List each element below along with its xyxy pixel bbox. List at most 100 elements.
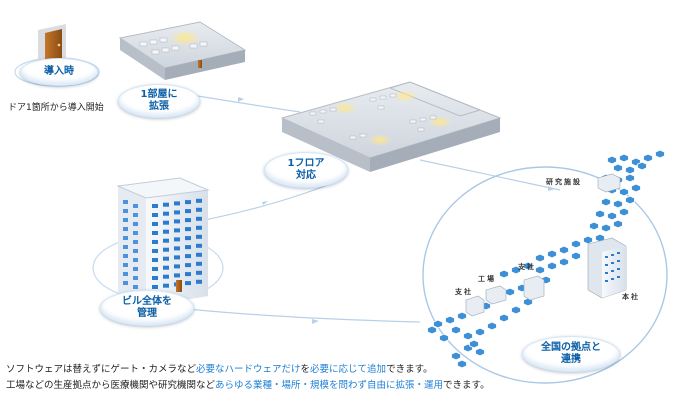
building-window (123, 200, 128, 204)
building-window (152, 285, 158, 289)
building-window (133, 276, 138, 280)
hex-tile (511, 305, 521, 315)
notes: ソフトウェアは替えずにゲート・カメラなど必要なハードウェアだけを必要に応じて追加… (6, 362, 490, 394)
building-window (123, 218, 128, 222)
note-text: ソフトウェアは替えずにゲート・カメラなど (6, 364, 197, 375)
hex-tile (499, 269, 509, 279)
building-window (123, 209, 128, 213)
hex-tile (547, 249, 557, 259)
hex-tile (505, 287, 515, 297)
building-window (133, 222, 138, 226)
hex-tile (433, 319, 443, 329)
note-line-2: 工場などの生産拠点から医療機関や研究機関などあらゆる業種・場所・規模を問わず自由… (6, 378, 490, 394)
building-window (174, 228, 180, 233)
building-window (152, 222, 158, 226)
label-whole-building: ビル全体を 管理 (100, 290, 194, 326)
building-window (196, 234, 202, 239)
hex-tile (469, 339, 479, 349)
note-text: できます。 (443, 380, 490, 391)
building-window (163, 256, 169, 261)
note-text: 工場などの生産拠点から医療機関や研究機関など (6, 380, 216, 391)
hex-tile (655, 149, 665, 159)
note-text: できます。 (386, 364, 433, 375)
building-window (133, 249, 138, 253)
building-window (196, 252, 202, 257)
building-window (196, 225, 202, 230)
site-buildings (465, 173, 627, 317)
note-highlight: あらゆる業種・場所・規模を問わず自由に拡張・運用 (215, 380, 444, 391)
one-room-illustration (118, 21, 247, 80)
note-text: を (300, 364, 311, 375)
site-label-headquarters: 本社 (622, 293, 640, 301)
hex-tile (451, 351, 461, 361)
japan-hex-map (427, 149, 665, 369)
building-window (133, 240, 138, 244)
building-window (196, 270, 202, 275)
hex-tile (499, 313, 509, 323)
hex-tile (601, 223, 611, 233)
hex-tile (625, 173, 635, 183)
building-window (163, 274, 169, 279)
building-window (123, 272, 128, 276)
building-window (123, 254, 128, 258)
building-window (152, 267, 158, 271)
hex-tile (607, 155, 617, 165)
building-window (123, 227, 128, 231)
building-window (152, 231, 158, 235)
building-window (133, 231, 138, 235)
building-window (185, 236, 191, 241)
arrow-head (262, 201, 268, 205)
hex-tile (535, 265, 545, 275)
note-highlight: 必要に応じて追加 (310, 364, 387, 375)
building-window (123, 236, 128, 240)
building-window (152, 240, 158, 244)
factory-building-icon (485, 285, 507, 305)
building-window (196, 261, 202, 266)
hex-tile (631, 183, 641, 193)
building-window (174, 201, 180, 206)
headquarters-building-icon (587, 237, 627, 299)
label-intro: 導入時 (20, 58, 98, 86)
building-window (163, 283, 169, 288)
hex-tile (475, 327, 485, 337)
building-window (185, 209, 191, 214)
building-window (123, 263, 128, 267)
hex-tile (559, 245, 569, 255)
site-label-branch-east: 支社 (518, 263, 536, 271)
hex-tile (523, 261, 533, 271)
building-window (123, 245, 128, 249)
building-window (133, 267, 138, 271)
label-one-floor: 1フロア 対応 (264, 152, 348, 188)
building-window (152, 213, 158, 217)
building-window (174, 264, 180, 269)
branch-building-icon (523, 275, 545, 301)
hex-tile (613, 199, 623, 209)
building-window (152, 276, 158, 280)
flow-arrows (238, 97, 555, 324)
label-one-room: 1部屋に 拡張 (118, 84, 200, 118)
site-label-branch-west: 支社 (455, 288, 473, 296)
hex-tile (427, 325, 437, 335)
hex-tile (607, 211, 617, 221)
hex-tile (625, 165, 635, 175)
hex-tile (589, 221, 599, 231)
building-window (174, 255, 180, 260)
hex-tile (619, 207, 629, 217)
building-window (174, 273, 180, 278)
note-line-1: ソフトウェアは替えずにゲート・カメラなど必要なハードウェアだけを必要に応じて追加… (6, 362, 490, 378)
building-window (196, 243, 202, 248)
arrow-head (312, 319, 319, 324)
building-window (185, 281, 191, 286)
building-window (163, 202, 169, 207)
building-window (133, 258, 138, 262)
building-window (185, 227, 191, 232)
building-window (163, 229, 169, 234)
building-window (123, 281, 128, 285)
building-window (174, 237, 180, 242)
map-ring (422, 166, 668, 384)
building-window (185, 218, 191, 223)
hex-tile (625, 195, 635, 205)
hex-tile (571, 251, 581, 261)
